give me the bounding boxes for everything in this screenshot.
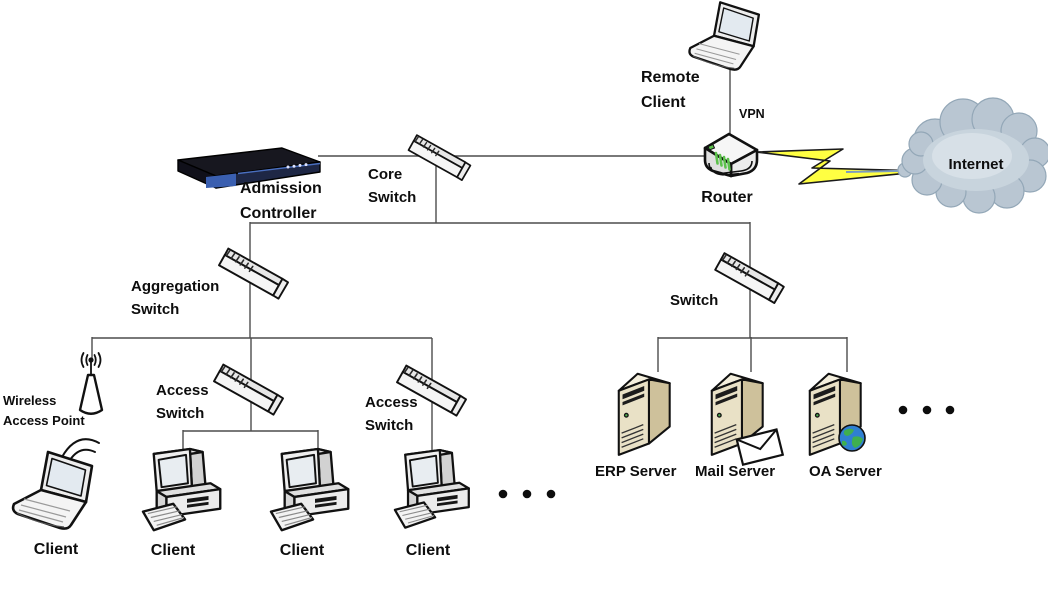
dept-switch-icon (714, 252, 785, 304)
aggregation-switch-label: Aggregation Switch (131, 278, 220, 319)
access-switch-1-icon (213, 363, 284, 416)
client-3-desktop-icon (393, 448, 470, 529)
dept-switch-label: Switch (670, 292, 719, 309)
mail-server-label: Mail Server (695, 463, 776, 480)
globe-icon (838, 424, 866, 452)
vpn-label: VPN (739, 107, 765, 121)
core-switch-label: Core Switch (368, 166, 417, 207)
wireless-access-point-label: Wireless Access Point (3, 393, 85, 429)
aggregation-switch-icon (218, 247, 289, 300)
router-label: Router (701, 189, 753, 206)
oa-server-label: OA Server (809, 463, 882, 480)
wireless-access-point-icon (78, 352, 104, 415)
admission-controller-icon (177, 147, 321, 189)
remote-client-label: Remote Client (641, 69, 700, 111)
erp-server-label: ERP Server (595, 463, 677, 480)
wireless-client-laptop-icon (11, 450, 94, 530)
erp-server-icon (617, 372, 671, 456)
client-2-label: Client (279, 542, 325, 559)
client-1-desktop-icon (141, 447, 222, 532)
internet-label: Internet (948, 156, 1004, 173)
access-switch-1-label: Access Switch (156, 382, 209, 423)
admission-controller-label: Admission Controller (240, 180, 322, 222)
ellipsis-dots (498, 405, 955, 499)
client-1-label: Client (150, 542, 196, 559)
internet-cloud (897, 97, 1048, 214)
client-3-label: Client (405, 542, 451, 559)
wireless-waves (61, 438, 100, 461)
access-switch-2-label: Access Switch (365, 394, 418, 435)
mail-envelope-icon (735, 428, 785, 466)
wireless-client-label: Client (33, 541, 79, 558)
router-icon (703, 132, 759, 178)
client-2-desktop-icon (269, 447, 350, 532)
